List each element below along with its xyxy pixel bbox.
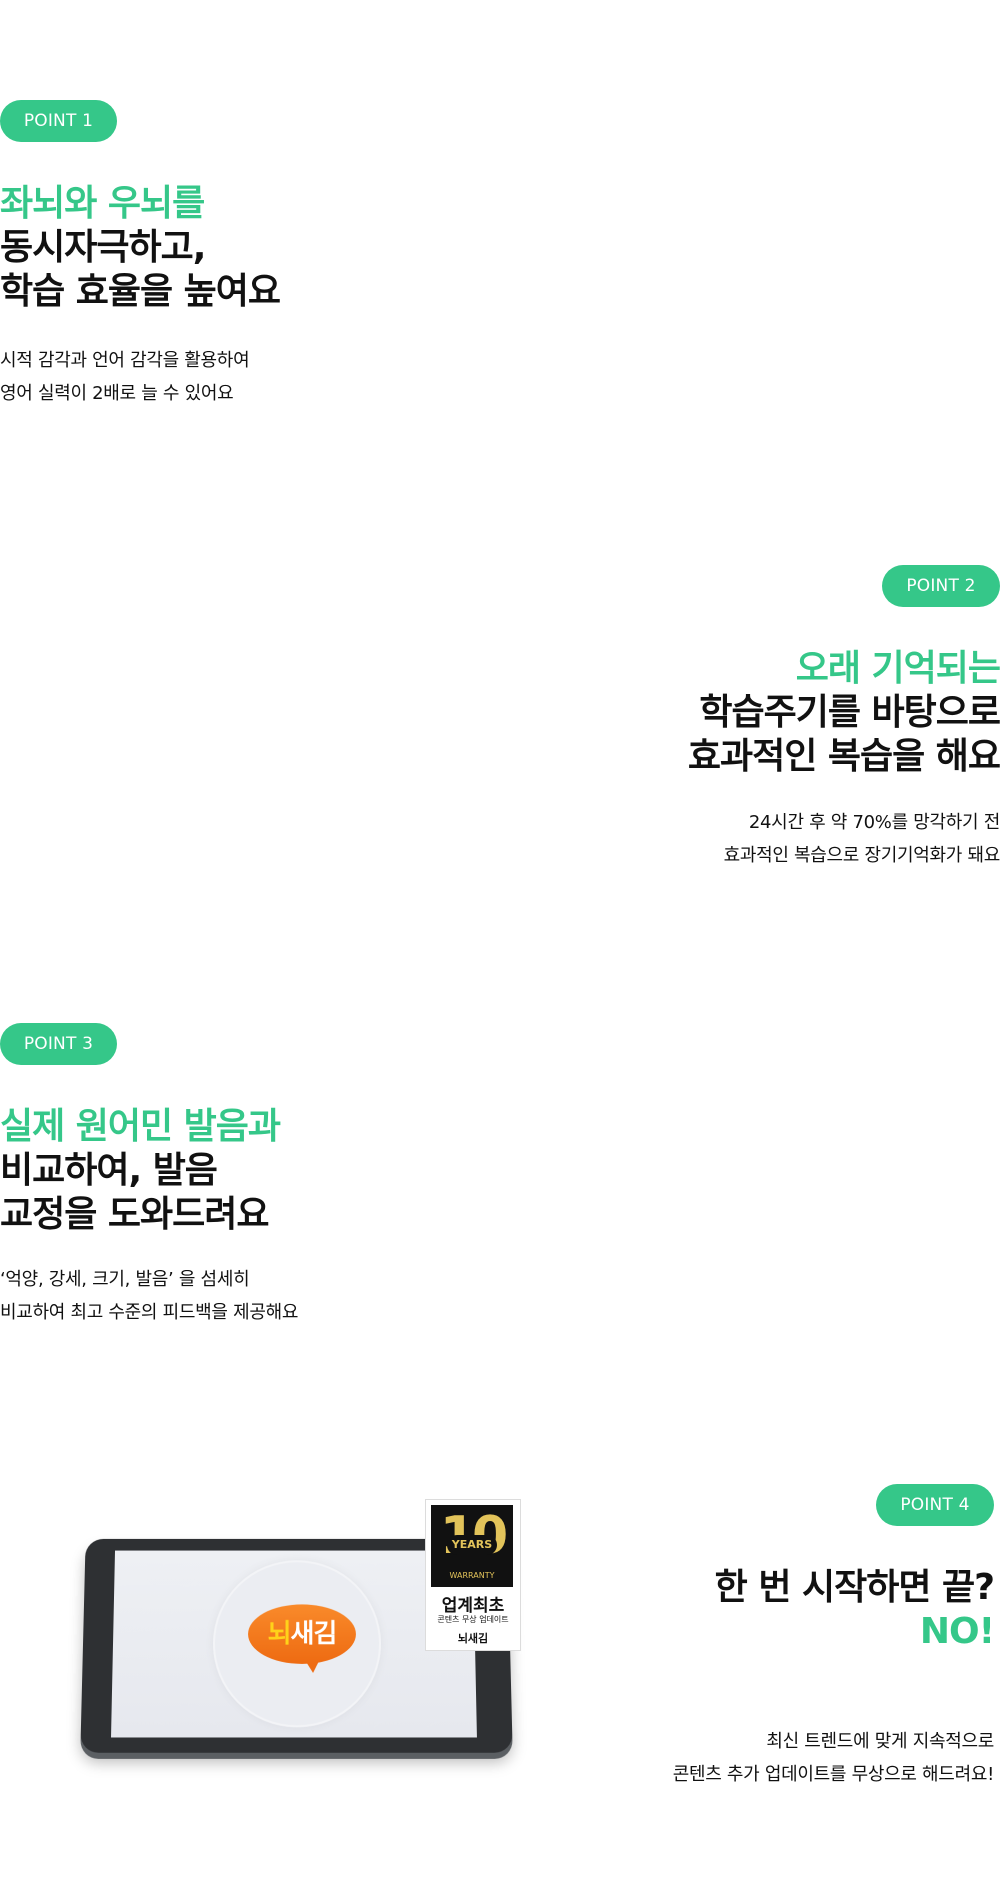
point-1-heading-line-2: 동시자극하고, bbox=[0, 227, 206, 268]
point-1-description-line-1: 시적 감각과 언어 감각을 활용하여 bbox=[0, 350, 250, 371]
point-3-heading-line-3: 교정을 도와드려요 bbox=[0, 1194, 270, 1235]
brand-logo-rest: 새김 bbox=[290, 1619, 337, 1649]
point-1-heading-line-1: 좌뇌와 우뇌를 bbox=[0, 183, 205, 224]
point-3-description-line-1: ‘억양, 강세, 크기, 발음’ 을 섬세히 bbox=[0, 1269, 250, 1290]
point-4-description: 최신 트렌드에 맞게 지속적으로 콘텐츠 추가 업데이트를 무상으로 해드려요! bbox=[672, 1725, 995, 1791]
point-3-heading: 실제 원어민 발음과 비교하여, 발음 교정을 도와드려요 bbox=[0, 1105, 281, 1237]
warranty-title: 업계최초 bbox=[441, 1596, 505, 1616]
tablet-screen: 뇌새김 bbox=[111, 1550, 477, 1738]
warranty-badge-emblem: 10 YEARS WARRANTY bbox=[431, 1505, 513, 1587]
point-4-description-line-2: 콘텐츠 추가 업데이트를 무상으로 해드려요! bbox=[672, 1764, 995, 1785]
point-2-description-line-2: 효과적인 복습으로 장기기억화가 돼요 bbox=[723, 845, 1000, 866]
brand-logo: 뇌새김 bbox=[247, 1604, 357, 1664]
point-3-heading-line-2: 비교하여, 발음 bbox=[0, 1150, 218, 1191]
point-2-description: 24시간 후 약 70%를 망각하기 전 효과적인 복습으로 장기기억화가 돼요 bbox=[724, 806, 1000, 872]
warranty-brand: 뇌새김 bbox=[457, 1632, 489, 1645]
warranty-subtitle: 콘텐츠 무상 업데이트 bbox=[437, 1615, 509, 1624]
point-2-heading-line-2: 학습주기를 바탕으로 bbox=[699, 692, 1000, 733]
point-3-description: ‘억양, 강세, 크기, 발음’ 을 섬세히 비교하여 최고 수준의 피드백을 … bbox=[0, 1263, 298, 1329]
warranty-badge: 10 YEARS WARRANTY 업계최초 콘텐츠 무상 업데이트 뇌새김 bbox=[425, 1499, 521, 1651]
warranty-label: WARRANTY bbox=[449, 1571, 495, 1580]
point-4-badge: POINT 4 bbox=[876, 1484, 994, 1526]
brand-logo-first-char: 뇌 bbox=[267, 1619, 291, 1649]
point-1-badge: POINT 1 bbox=[0, 100, 117, 142]
point-1-heading: 좌뇌와 우뇌를 동시자극하고, 학습 효율을 높여요 bbox=[0, 182, 281, 314]
warranty-years: YEARS bbox=[447, 1535, 497, 1555]
point-4-heading-line-1: 한 번 시작하면 끝? bbox=[714, 1567, 995, 1608]
point-4-heading-line-2: NO! bbox=[919, 1611, 995, 1652]
point-3-description-line-2: 비교하여 최고 수준의 피드백을 제공해요 bbox=[0, 1302, 299, 1323]
point-2-description-line-1: 24시간 후 약 70%를 망각하기 전 bbox=[748, 812, 1000, 833]
point-1-description: 시적 감각과 언어 감각을 활용하여 영어 실력이 2배로 늘 수 있어요 bbox=[0, 344, 250, 410]
point-1-heading-line-3: 학습 효율을 높여요 bbox=[0, 271, 281, 312]
point-4-heading: 한 번 시작하면 끝? NO! bbox=[714, 1566, 995, 1654]
point-2-heading: 오래 기억되는 학습주기를 바탕으로 효과적인 복습을 해요 bbox=[688, 647, 1000, 779]
point-3-heading-line-1: 실제 원어민 발음과 bbox=[0, 1106, 281, 1147]
point-2-heading-line-3: 효과적인 복습을 해요 bbox=[687, 736, 1000, 777]
point-2-heading-line-1: 오래 기억되는 bbox=[795, 648, 1000, 689]
point-2-badge: POINT 2 bbox=[882, 565, 1000, 607]
point-3-badge: POINT 3 bbox=[0, 1023, 117, 1065]
point-1-description-line-2: 영어 실력이 2배로 늘 수 있어요 bbox=[0, 383, 234, 404]
point-4-description-line-1: 최신 트렌드에 맞게 지속적으로 bbox=[766, 1731, 994, 1752]
